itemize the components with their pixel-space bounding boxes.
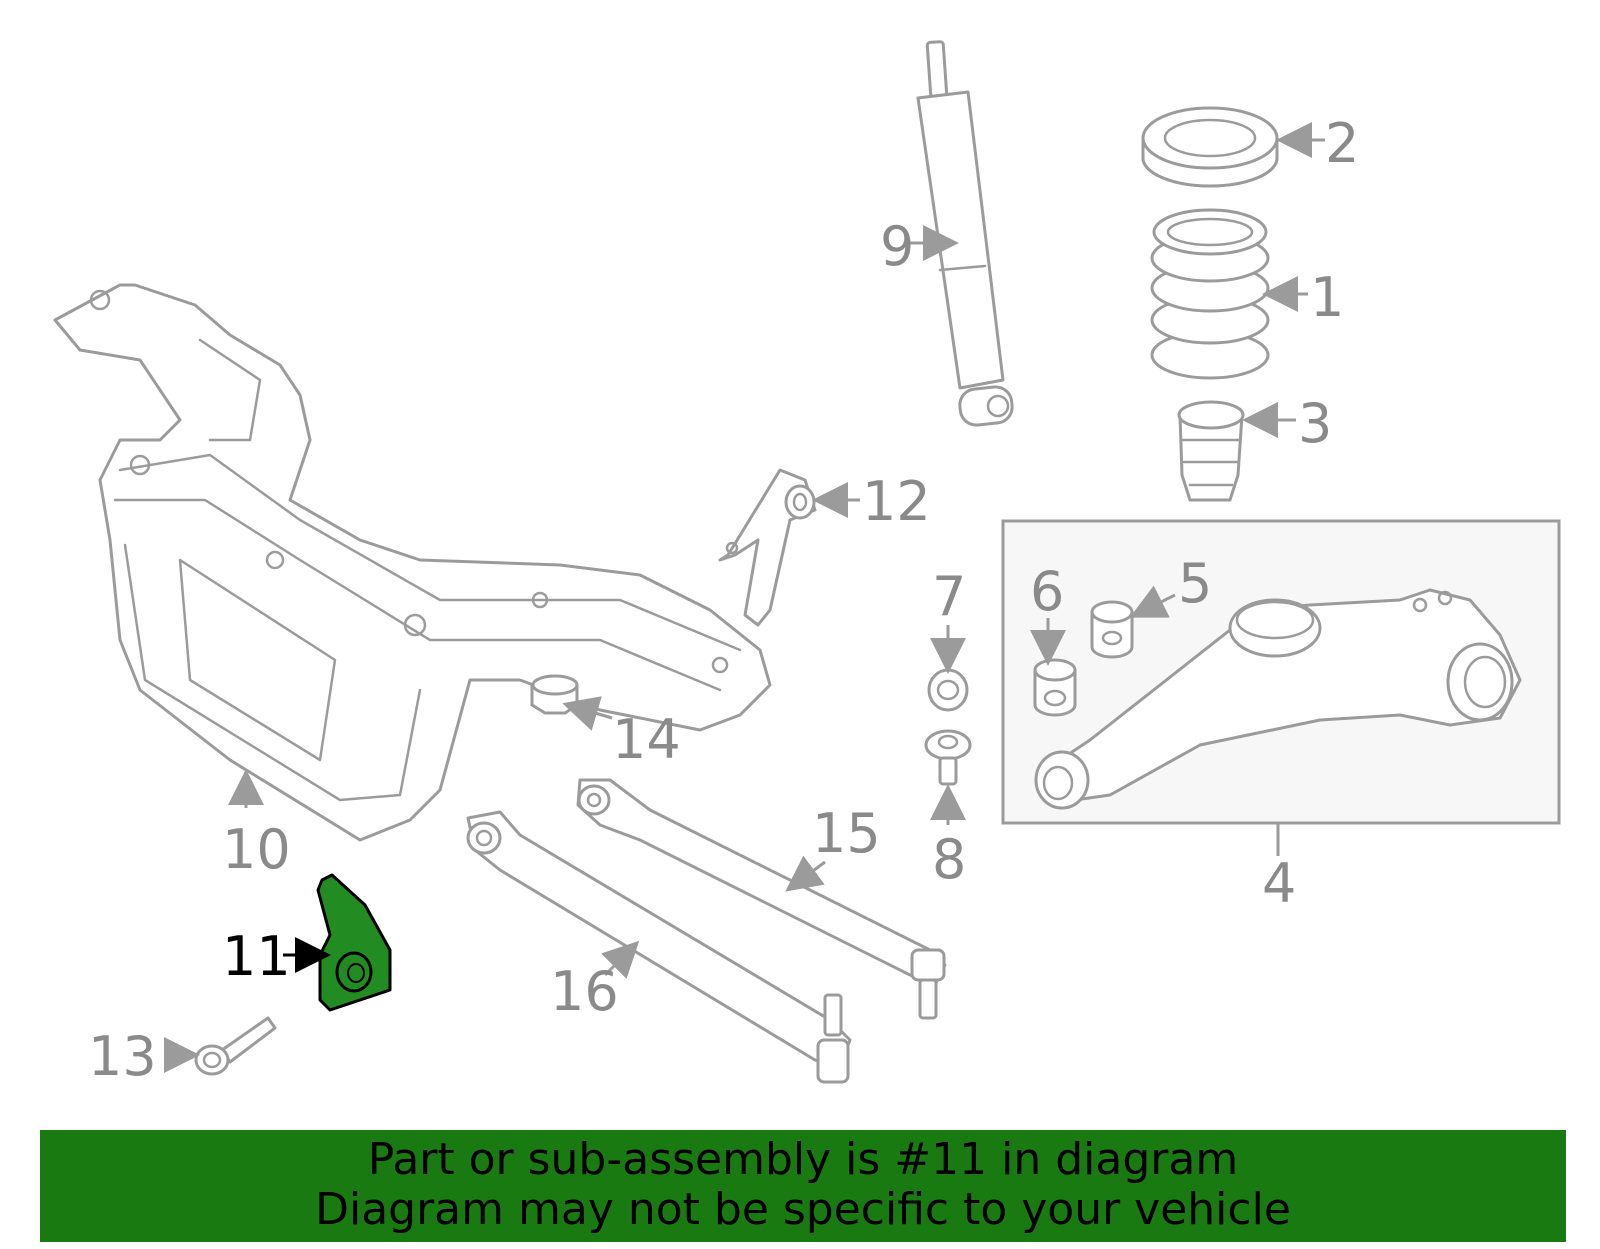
callout-8: 8	[932, 828, 966, 891]
stud-part-8[interactable]	[924, 729, 972, 786]
callout-12: 12	[862, 470, 931, 533]
callout-7: 7	[932, 565, 966, 628]
bump-stop-part-3[interactable]	[1177, 400, 1245, 502]
callout-3: 3	[1298, 392, 1332, 455]
callout-9: 9	[880, 215, 914, 278]
spring-seat-part-2[interactable]	[1141, 106, 1279, 188]
bushing-part-7[interactable]	[927, 668, 969, 712]
callout-4: 4	[1262, 852, 1296, 915]
callout-11-highlighted: 11	[222, 925, 291, 988]
callout-2: 2	[1325, 112, 1359, 175]
callout-1: 1	[1310, 266, 1344, 329]
bolt-part-13[interactable]	[194, 1016, 277, 1076]
lower-control-arm[interactable]	[1034, 588, 1522, 810]
callout-13: 13	[88, 1025, 157, 1088]
callout-15: 15	[812, 802, 881, 865]
callout-5: 5	[1178, 552, 1212, 615]
caption-line-1: Part or sub-assembly is #11 in diagram	[367, 1134, 1239, 1185]
bushing-part-5[interactable]	[1090, 600, 1134, 659]
callout-16: 16	[550, 960, 619, 1023]
shock-absorber-part-9[interactable]	[916, 40, 1014, 427]
caption-banner: Part or sub-assembly is #11 in diagram D…	[40, 1130, 1566, 1242]
link-arm-part-16[interactable]	[466, 810, 852, 1084]
callout-10: 10	[222, 818, 291, 881]
bushing-part-6[interactable]	[1033, 658, 1077, 717]
link-arm-part-15[interactable]	[576, 778, 947, 1020]
nut-part-14[interactable]	[530, 674, 579, 715]
bracket-part-12[interactable]	[718, 468, 817, 627]
leader-arrows	[164, 122, 1325, 1073]
caption-line-2: Diagram may not be specific to your vehi…	[315, 1184, 1291, 1235]
callout-6: 6	[1030, 560, 1064, 623]
coil-spring-part-1[interactable]	[1150, 208, 1270, 380]
callout-14: 14	[612, 708, 681, 771]
highlighted-bracket-part-11[interactable]	[316, 873, 392, 1012]
